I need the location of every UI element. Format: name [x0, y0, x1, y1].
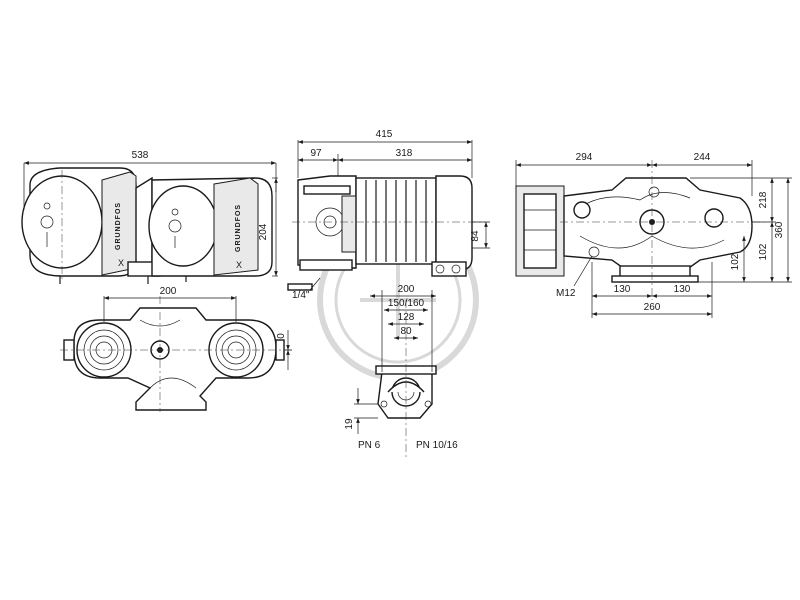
dim-front-height: 204 — [258, 223, 269, 240]
brand-label-right: GRUNDFOS — [235, 204, 242, 252]
dim-overall-length: 415 — [376, 129, 393, 140]
dim-height-102-b: 102 — [758, 243, 769, 260]
dim-width-80: 80 — [400, 326, 412, 337]
dim-port-spacing: 200 — [160, 286, 177, 297]
dim-height-218: 218 — [758, 191, 769, 208]
top-view: 200 0 — [60, 286, 292, 412]
dim-offset: 0 — [276, 333, 287, 339]
label-bolt: M12 — [556, 288, 576, 299]
dim-right-width: 244 — [694, 152, 711, 163]
cooling-fins — [365, 180, 427, 262]
dim-front-width: 538 — [132, 150, 149, 161]
dim-left-width: 294 — [576, 152, 593, 163]
flange-detail: 200 150/160 128 80 19 PN 6 PN 10/16 — [344, 284, 458, 460]
front-view: GRUNDFOS GRUNDFOS X X 538 204 — [21, 150, 278, 284]
dim-axis-height: 84 — [470, 230, 481, 242]
brand-label-left: GRUNDFOS — [115, 202, 122, 250]
dim-height-102-a: 102 — [730, 253, 741, 270]
side-view: 415 97 318 84 1/4" — [287, 129, 490, 301]
dim-flange-length: 97 — [310, 148, 322, 159]
dim-half-spacing-left: 130 — [614, 284, 631, 295]
right-view: 294 244 218 360 102 102 M12 130 130 260 — [515, 152, 792, 318]
label-pn1016: PN 10/16 — [416, 440, 458, 451]
x-mark-left: X — [118, 258, 124, 268]
dim-thickness: 19 — [344, 418, 355, 430]
x-mark-right: X — [236, 260, 242, 270]
dim-bolt-circle: 150/160 — [388, 298, 425, 309]
dim-motor-length: 318 — [396, 148, 413, 159]
dim-half-spacing-right: 130 — [674, 284, 691, 295]
dim-height-360: 360 — [774, 221, 785, 238]
dim-base-width: 260 — [644, 302, 661, 313]
dim-flange-width: 200 — [398, 284, 415, 295]
label-thread: 1/4" — [292, 290, 310, 301]
label-pn6: PN 6 — [358, 440, 381, 451]
dim-width-128: 128 — [398, 312, 415, 323]
